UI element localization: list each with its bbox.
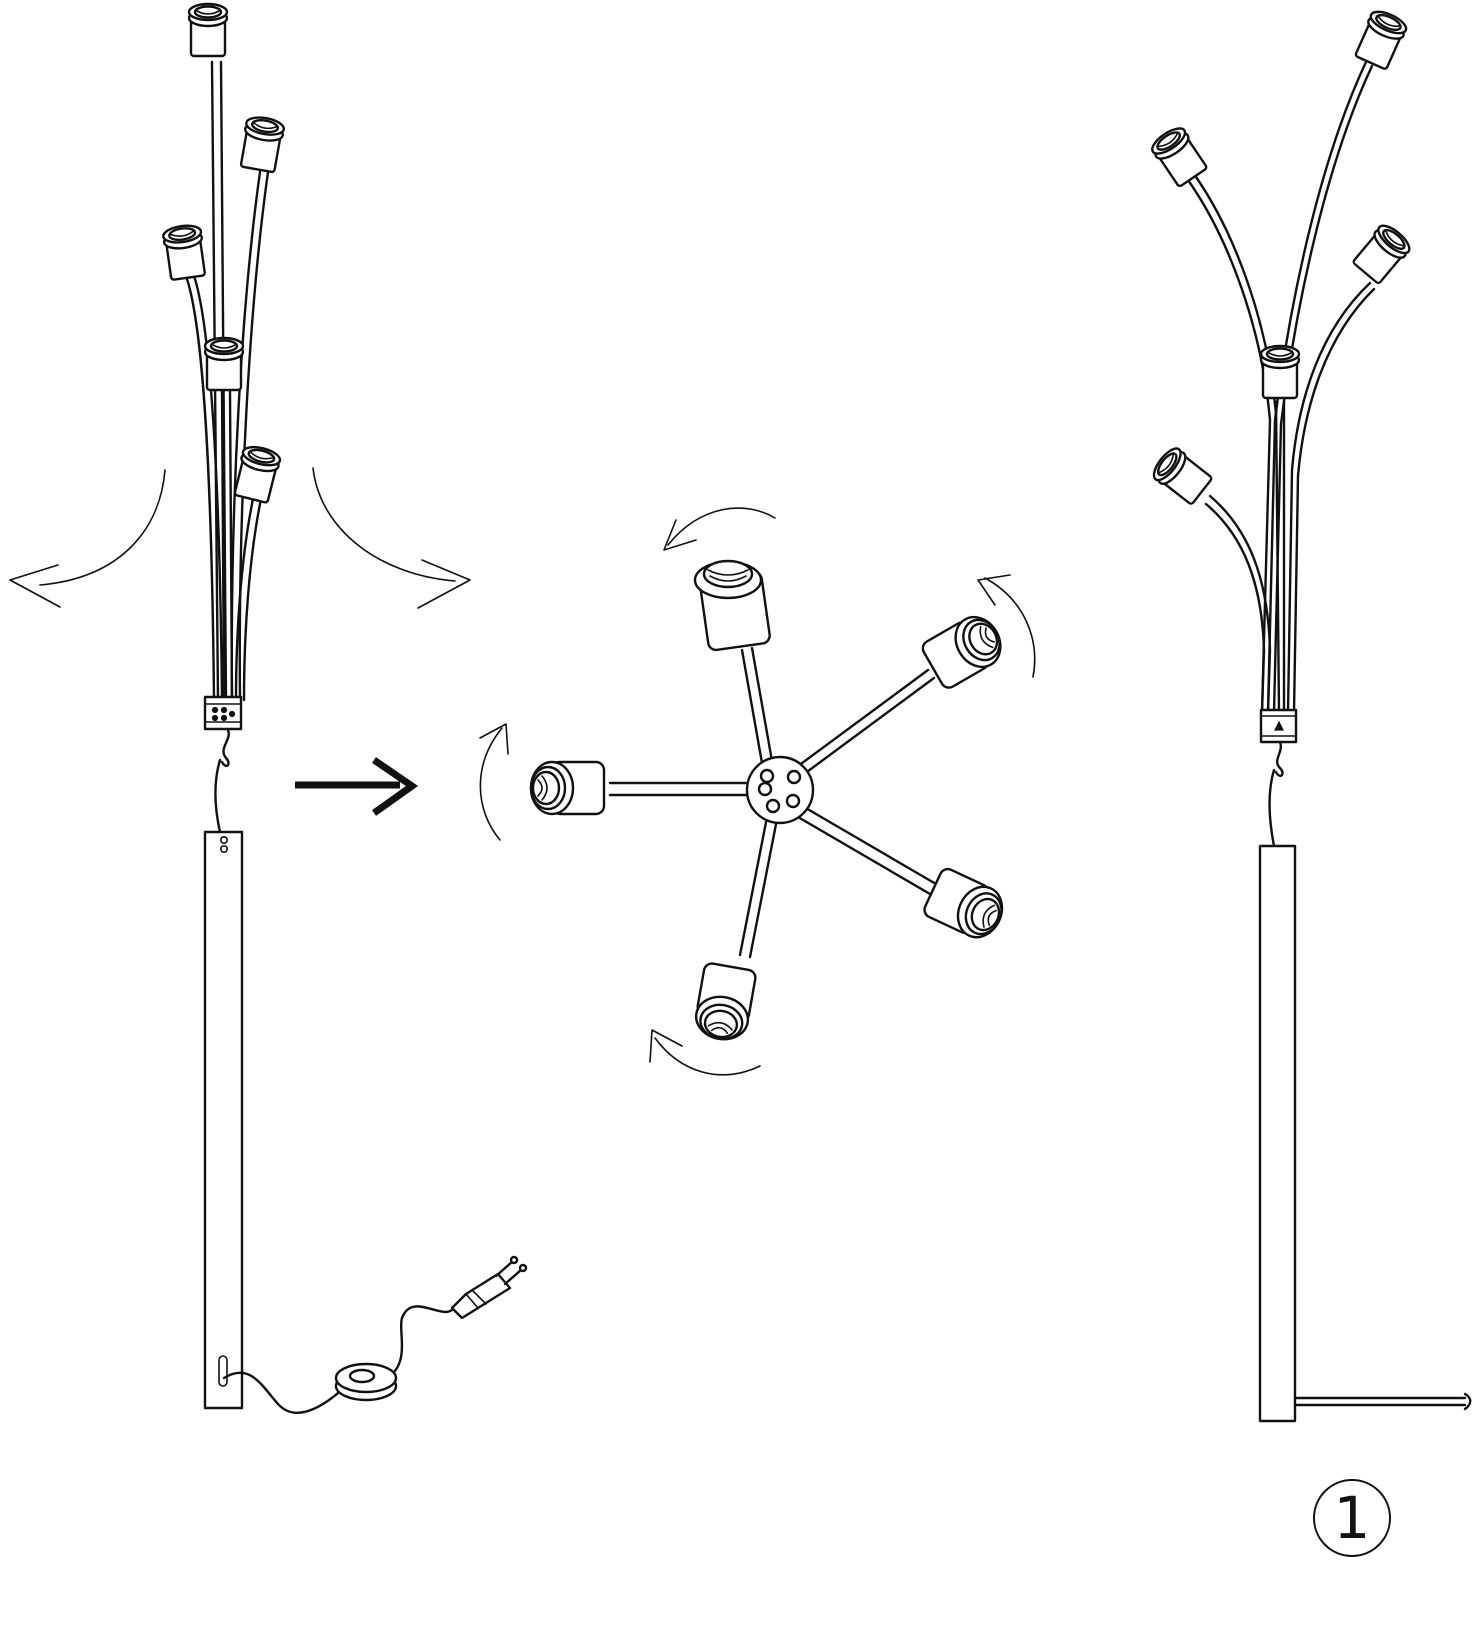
lamp-after (1147, 6, 1472, 1423)
step-number-badge: 1 (1313, 1479, 1391, 1557)
spread-arrow-icon (9, 469, 166, 608)
spread-arrow-icon (312, 467, 471, 609)
foot-switch-icon (334, 1362, 398, 1402)
socket-icon (920, 865, 1012, 946)
rotate-arrow-icon (479, 723, 509, 841)
rotate-arrow-icon (977, 574, 1036, 678)
socket-icon (693, 559, 771, 652)
power-cable (1293, 1392, 1472, 1411)
lamp-pole (203, 830, 244, 1410)
socket-icon (691, 961, 758, 1045)
socket-icon (1349, 219, 1415, 287)
lamp-before (9, 2, 528, 1414)
socket-icon (231, 442, 284, 505)
socket-icon (1351, 6, 1411, 72)
hub-disc (745, 755, 815, 825)
socket-icon (161, 222, 209, 282)
arm-collar (203, 695, 243, 731)
rotate-arrow-icon (649, 1029, 761, 1076)
arm-collar (1259, 708, 1298, 744)
socket-icon (187, 2, 229, 58)
socket-icon (203, 336, 245, 392)
cable-hook (214, 728, 230, 834)
socket-icon (1148, 443, 1215, 508)
arm-stems (184, 60, 270, 702)
cable-hook (1268, 740, 1284, 848)
socket-icon (1147, 122, 1211, 190)
hub-arms (608, 646, 938, 959)
arm-hub-top-view (479, 507, 1036, 1076)
socket-icon (237, 113, 287, 174)
lamp-pole (1258, 844, 1297, 1423)
rotate-arrow-icon (663, 507, 776, 551)
socket-icon (1259, 344, 1301, 400)
right-arrow-icon (295, 757, 419, 816)
socket-icon (529, 760, 606, 816)
plug-icon (450, 1255, 528, 1320)
step-number: 1 (1334, 1484, 1371, 1552)
